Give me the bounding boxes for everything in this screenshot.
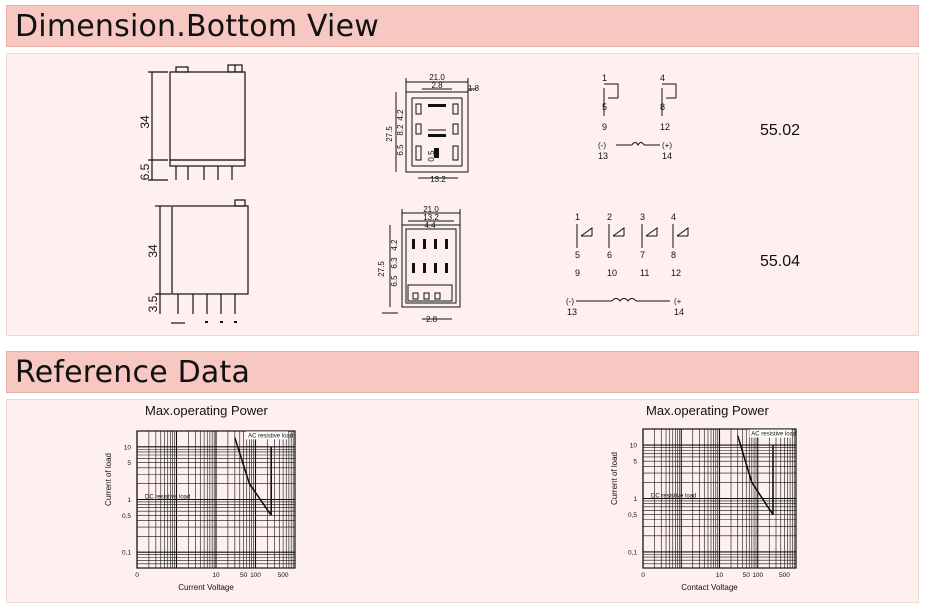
chart-2: AC resistive load DC resistive load 10 5 1 0,…: [610, 428, 797, 592]
dim-d2-label: 8.2: [396, 124, 405, 136]
dim-bottom-width-label: 13.2: [430, 175, 446, 184]
dim-d3-label: 6.5: [390, 275, 399, 287]
chart-2-title: Max.operating Power: [646, 403, 769, 418]
y-tick-label: 0,5: [122, 513, 131, 520]
terminal-12: 12: [660, 122, 670, 132]
dim-d3-label: 6.5: [396, 144, 405, 156]
part-number-5504: 55.04: [760, 253, 801, 270]
terminal-12: 12: [671, 268, 681, 278]
dim-height-label: 27.5: [377, 261, 386, 277]
terminal-13: 13: [567, 307, 577, 317]
dim-d4-label: 0.5: [427, 150, 436, 162]
terminal-8: 8: [671, 250, 676, 260]
terminal-14: 14: [674, 307, 684, 317]
chart-1: AC resistive load DC resistive load 10 5 1 0,…: [104, 430, 296, 592]
y-tick-label: 5: [127, 460, 131, 467]
relay-5502-side-view: 34 6.5: [138, 64, 246, 181]
dim-inner-label: 13.2: [423, 213, 439, 222]
dim-d1-label: 4.2: [396, 109, 405, 121]
y-tick-label: 0,1: [628, 549, 637, 556]
terminal-9: 9: [575, 268, 580, 278]
coil-plus: (+: [674, 297, 682, 306]
y-tick-label: 1: [127, 497, 131, 504]
terminal-7: 7: [640, 250, 645, 260]
terminal-14: 14: [662, 151, 672, 161]
y-tick-label: 0,1: [122, 550, 131, 557]
terminal-10: 10: [607, 268, 617, 278]
annotation-bg: [749, 429, 792, 438]
dim-pitch-label: 4.4: [424, 221, 436, 230]
x-tick-label: 10: [212, 572, 220, 579]
dimension-section-title: Dimension.Bottom View: [15, 9, 379, 44]
series-dc-line: [736, 435, 774, 516]
annotation-ac-resistive-load: AC resistive load: [248, 433, 293, 439]
y-tick-label: 1: [633, 496, 637, 503]
dim-right-label: 1.8: [468, 84, 480, 93]
x-tick-label: 100: [752, 572, 763, 579]
x-axis-label: Current Voltage: [178, 583, 234, 592]
y-tick-label: 0,5: [628, 512, 637, 519]
terminal-9: 9: [602, 122, 607, 132]
dim-height-label: 34: [138, 115, 152, 129]
terminal-13: 13: [598, 151, 608, 161]
y-tick-label: 10: [124, 444, 132, 451]
dim-d2-label: 6.3: [390, 257, 399, 269]
x-tick-label: 0: [135, 572, 139, 579]
chart-1-title: Max.operating Power: [145, 403, 268, 418]
annotation-bg: [246, 431, 289, 440]
chart-grid: [136, 430, 295, 569]
reference-section-header: Reference Data: [6, 351, 919, 393]
dim-pin-label: 3.5: [146, 295, 160, 312]
x-tick-label: 50: [743, 572, 751, 579]
coil-minus: (-): [598, 141, 606, 150]
terminal-2: 2: [607, 212, 612, 222]
x-tick-label: 50: [240, 572, 248, 579]
relay-5502-bottom-view: 21.0 2.8 1.8 27.5 4.2 8.2 6.5 0.5 13.2: [385, 73, 480, 184]
dim-width-label: 21.0: [423, 205, 439, 214]
terminal-1: 1: [602, 73, 607, 83]
relay-5502-schematic: 1 4 5 8 9 12 (-) (+) 13 14: [598, 73, 677, 161]
terminal-11: 11: [640, 268, 649, 278]
annotation-dc-resistive-load: DC resistive load: [651, 493, 696, 499]
dim-d1-label: 4.2: [390, 239, 399, 251]
terminal-1: 1: [575, 212, 580, 222]
dim-pin-label: 6.5: [138, 163, 152, 180]
y-axis-label: Current of load: [104, 453, 113, 506]
terminal-5: 5: [602, 102, 607, 112]
terminal-5: 5: [575, 250, 580, 260]
x-tick-label: 100: [250, 572, 261, 579]
dim-height-label: 27.5: [385, 126, 394, 142]
y-tick-label: 10: [630, 443, 638, 450]
relay-5504-side-view: 34 3.5: [146, 199, 249, 324]
terminal-6: 6: [607, 250, 612, 260]
chart-frame: [642, 428, 797, 569]
terminal-4: 4: [660, 73, 665, 83]
terminal-4: 4: [671, 212, 676, 222]
relay-5504-schematic: 1 2 3 4 5 6 7 8 9 10 11 12 (-) (+ 13 14: [566, 212, 689, 317]
y-tick-label: 5: [633, 459, 637, 466]
x-tick-label: 10: [716, 572, 724, 579]
x-tick-label: 0: [641, 572, 645, 579]
terminal-8: 8: [660, 102, 665, 112]
chart-frame: [136, 430, 296, 569]
reference-section-title: Reference Data: [15, 355, 251, 390]
x-tick-label: 500: [779, 572, 790, 579]
annotation-dc-resistive-load: DC resistive load: [145, 494, 190, 500]
y-axis-label: Current of load: [610, 452, 619, 505]
terminal-3: 3: [640, 212, 645, 222]
coil-minus: (-): [566, 297, 574, 306]
annotation-ac-resistive-load: AC resistive load: [751, 431, 796, 437]
relay-5504-bottom-view: 21.0 13.2 4.4 27.5 4.2 6.3 6.5 2.8: [377, 205, 461, 324]
part-number-5502: 55.02: [760, 122, 801, 139]
dim-bottom-pitch-label: 2.8: [426, 315, 438, 324]
x-tick-label: 500: [278, 572, 289, 579]
dim-width-label: 21.0: [429, 73, 445, 82]
x-axis-label: Contact Voltage: [681, 583, 738, 592]
dimension-section-header: Dimension.Bottom View: [6, 5, 919, 47]
series-dc-line: [234, 437, 272, 516]
coil-plus: (+): [662, 141, 672, 150]
dim-pitch-top-label: 2.8: [431, 81, 443, 90]
dim-height-label: 34: [146, 244, 160, 258]
